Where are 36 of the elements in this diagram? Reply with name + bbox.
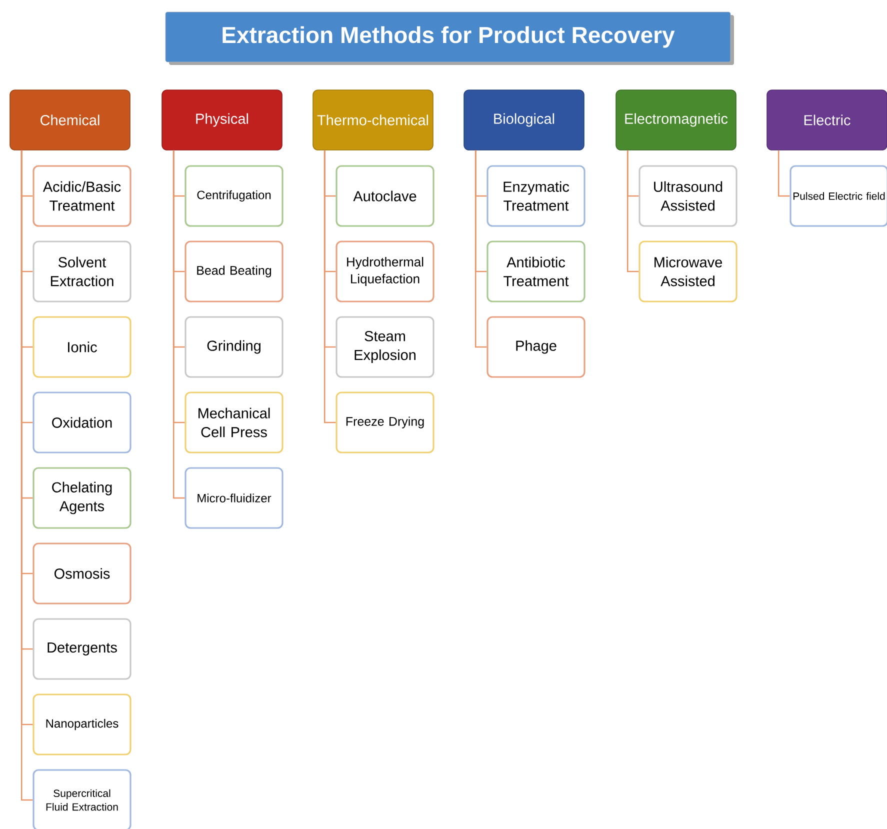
method-box: Enzymatic Treatment: [486, 165, 586, 227]
connector-line: [172, 150, 185, 499]
method-box: Oxidation: [32, 392, 132, 454]
category-box: Electromagnetic: [616, 90, 736, 150]
method-box: Antibiotic Treatment: [486, 240, 586, 302]
method-box: Autoclave: [336, 165, 434, 227]
connector-line: [778, 150, 790, 197]
category-box: Physical: [162, 90, 282, 150]
title-banner: Extraction Methods for Product Recovery: [165, 12, 731, 62]
method-box: Freeze Drying: [336, 392, 434, 454]
method-box: Acidic/Basic Treatment: [32, 165, 132, 227]
method-box: Microwave Assisted: [638, 240, 738, 302]
method-box: Detergents: [32, 618, 132, 680]
method-box: Chelating Agents: [32, 467, 132, 529]
category-box: Thermo-chemical: [312, 90, 434, 150]
connector-line: [474, 150, 487, 348]
method-box: Grinding: [184, 316, 284, 378]
method-box: Steam Explosion: [336, 316, 434, 378]
method-box: Micro-fluidizer: [184, 467, 284, 529]
category-box: Electric: [766, 90, 887, 150]
method-box: Bead Beating: [184, 240, 284, 302]
method-box: Osmosis: [32, 542, 132, 604]
method-box: Hydrothermal Liquefaction: [336, 240, 434, 302]
method-box: Ionic: [32, 316, 132, 378]
method-box: Solvent Extraction: [32, 240, 132, 302]
method-box: Nanoparticles: [32, 694, 132, 756]
method-box: Ultrasound Assisted: [638, 165, 738, 227]
connector-line: [626, 150, 639, 272]
connector-line: [324, 150, 336, 424]
method-box: Phage: [486, 316, 586, 378]
category-box: Biological: [464, 90, 584, 150]
method-box: Centrifugation: [184, 165, 284, 227]
method-box: Mechanical Cell Press: [184, 392, 284, 454]
method-box: Supercritical Fluid Extraction: [32, 769, 132, 829]
category-box: Chemical: [10, 90, 130, 150]
method-box: Pulsed Electric field: [790, 165, 887, 227]
